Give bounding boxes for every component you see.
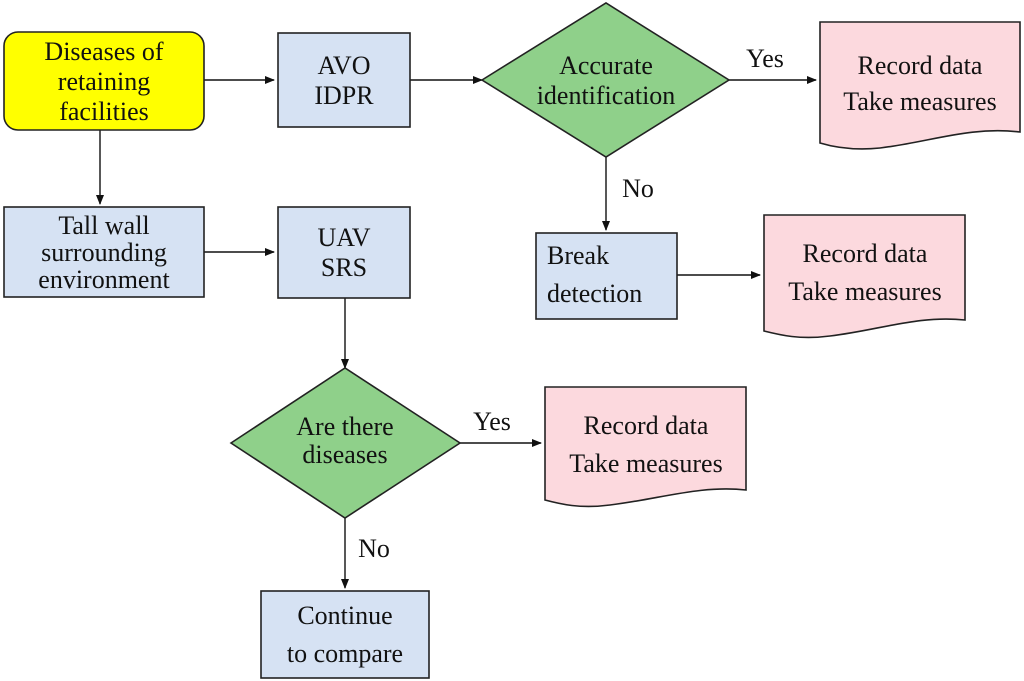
node-label-line: identification <box>537 81 676 110</box>
node-label-line: diseases <box>302 440 387 469</box>
node-label-line: Are there <box>296 412 393 441</box>
node-label-line: Continue <box>297 601 392 630</box>
node-label-line: Take measures <box>569 449 722 478</box>
node-label-line: Tall wall <box>58 211 149 240</box>
continue-to-compare-text: Continue to compare <box>287 601 403 668</box>
avo-idpr-box <box>277 32 411 128</box>
diseases-yes-label: Yes <box>473 407 511 436</box>
node-label-line: IDPR <box>314 81 374 110</box>
record2-document <box>763 214 966 339</box>
node-label-line: Record data <box>584 411 709 440</box>
node-label-line: facilities <box>59 97 149 126</box>
accurate-identification-decision <box>480 2 731 158</box>
node-label-line: Take measures <box>788 277 941 306</box>
uav-srs-box <box>277 206 411 299</box>
node-label-line: Record data <box>803 239 928 268</box>
node-label-line: Break <box>547 241 609 270</box>
tall-wall-box <box>3 206 205 298</box>
continue-to-compare-box <box>260 590 430 679</box>
record3-document <box>544 386 747 508</box>
node-label-line: AVO <box>318 51 371 80</box>
node-label-line: environment <box>38 265 170 294</box>
node-label-line: to compare <box>287 639 403 668</box>
node-label-line: SRS <box>321 253 367 282</box>
node-label-line: detection <box>547 279 642 308</box>
edges <box>96 76 817 589</box>
break-detection-text: Break detection <box>547 241 642 308</box>
node-label-line: surrounding <box>41 238 167 267</box>
break-detection-box <box>535 232 678 320</box>
accurate-yes-label: Yes <box>746 44 784 73</box>
accurate-no-label: No <box>622 174 654 203</box>
node-label-line: Record data <box>858 51 983 80</box>
node-label-line: Take measures <box>843 87 996 116</box>
diseases-no-label: No <box>358 534 390 563</box>
node-label-line: retaining <box>58 67 150 96</box>
node-label-line: UAV <box>318 223 371 252</box>
record1-document <box>819 21 1021 150</box>
start-node-box <box>3 31 205 131</box>
node-label-line: Accurate <box>559 51 653 80</box>
node-label-line: Diseases of <box>44 37 163 66</box>
are-there-diseases-decision <box>229 367 462 519</box>
